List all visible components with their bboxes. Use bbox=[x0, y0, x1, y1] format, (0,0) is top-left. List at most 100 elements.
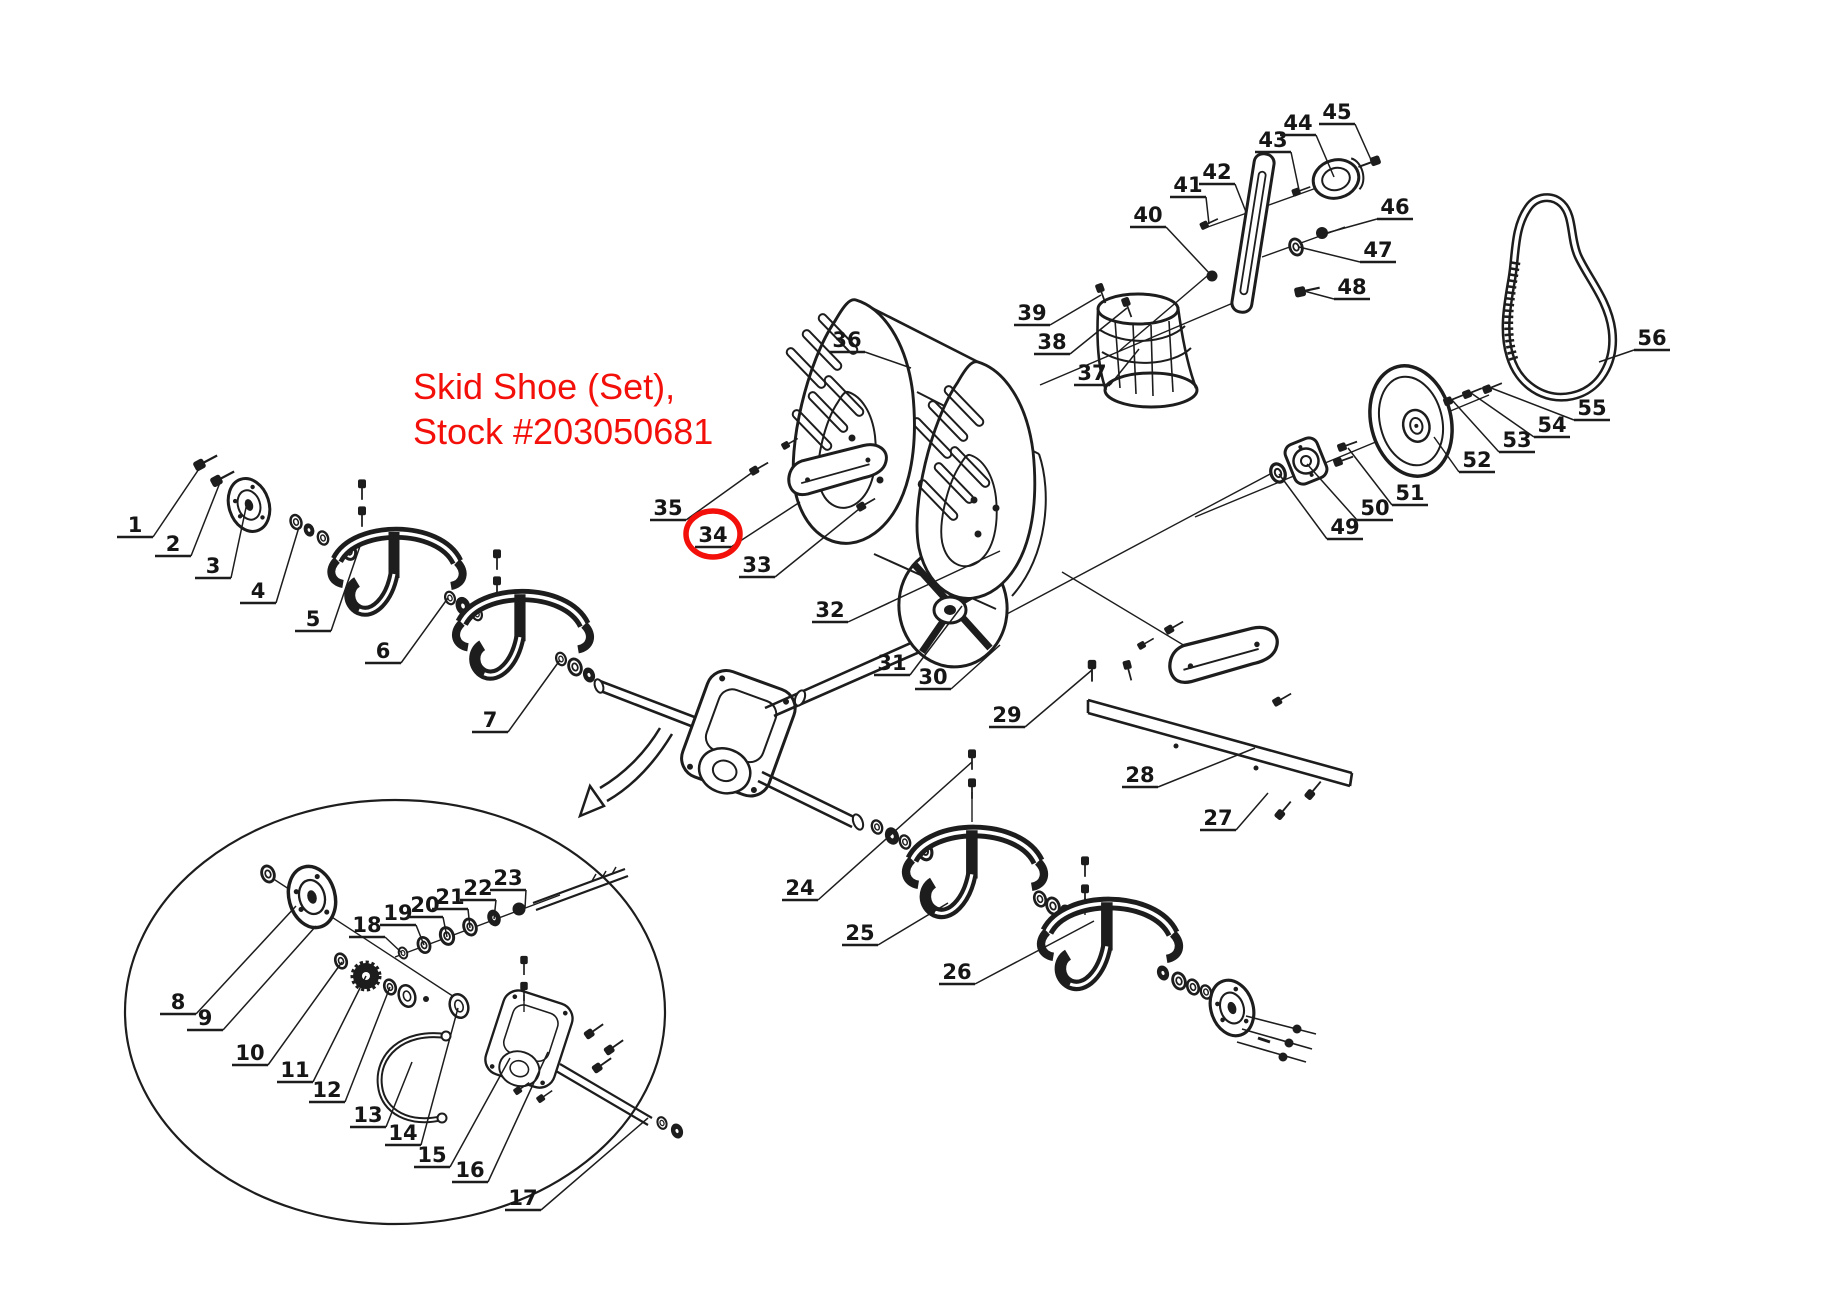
callout-41: 41 bbox=[1170, 173, 1210, 225]
callout-28: 28 bbox=[1122, 747, 1256, 789]
callout-9: 9 bbox=[187, 925, 317, 1032]
callout-number-41: 41 bbox=[1173, 173, 1202, 197]
callout-number-35: 35 bbox=[653, 496, 682, 520]
callout-number-1: 1 bbox=[128, 513, 143, 537]
callout-number-45: 45 bbox=[1322, 100, 1351, 124]
callout-number-15: 15 bbox=[417, 1143, 446, 1167]
callout-1: 1 bbox=[117, 462, 204, 539]
callout-45: 45 bbox=[1319, 100, 1373, 163]
callout-56: 56 bbox=[1598, 326, 1670, 363]
callout-number-6: 6 bbox=[376, 639, 391, 663]
callout-number-54: 54 bbox=[1537, 413, 1566, 437]
callout-number-48: 48 bbox=[1337, 275, 1366, 299]
inset-detail bbox=[123, 798, 685, 1226]
callout-number-42: 42 bbox=[1202, 160, 1231, 184]
callout-14: 14 bbox=[385, 1007, 459, 1147]
callout-number-25: 25 bbox=[845, 921, 874, 945]
callout-number-19: 19 bbox=[383, 901, 412, 925]
callout-18: 18 bbox=[349, 913, 403, 954]
callout-number-27: 27 bbox=[1203, 806, 1232, 830]
callout-number-26: 26 bbox=[942, 960, 971, 984]
callout-34: 34 bbox=[695, 501, 801, 549]
callout-number-5: 5 bbox=[306, 607, 321, 631]
callout-number-9: 9 bbox=[198, 1006, 213, 1030]
callout-number-51: 51 bbox=[1395, 481, 1424, 505]
callout-6: 6 bbox=[365, 597, 449, 665]
callout-38: 38 bbox=[1034, 307, 1128, 356]
callout-number-14: 14 bbox=[388, 1121, 417, 1145]
callout-10: 10 bbox=[232, 961, 343, 1067]
callout-37: 37 bbox=[1074, 348, 1140, 387]
callout-number-12: 12 bbox=[312, 1078, 341, 1102]
callout-53: 53 bbox=[1451, 399, 1535, 454]
callout-15: 15 bbox=[414, 1057, 511, 1169]
callout-54: 54 bbox=[1470, 392, 1570, 439]
callout-4: 4 bbox=[240, 526, 300, 605]
callout-number-39: 39 bbox=[1017, 301, 1046, 325]
callout-5: 5 bbox=[295, 545, 361, 633]
callout-number-50: 50 bbox=[1360, 496, 1389, 520]
callout-42: 42 bbox=[1199, 160, 1247, 213]
callout-number-8: 8 bbox=[171, 990, 186, 1014]
callout-number-13: 13 bbox=[353, 1103, 382, 1127]
callout-13: 13 bbox=[350, 1061, 413, 1129]
callout-52: 52 bbox=[1433, 436, 1495, 474]
left-auger-assembly bbox=[191, 450, 727, 740]
callout-30: 30 bbox=[915, 644, 1001, 691]
part-note-line1: Skid Shoe (Set), bbox=[413, 366, 675, 407]
callout-33: 33 bbox=[739, 504, 865, 579]
callout-number-2: 2 bbox=[166, 532, 181, 556]
callout-number-30: 30 bbox=[918, 665, 947, 689]
skid-shoe-rear bbox=[1061, 571, 1294, 708]
callout-number-7: 7 bbox=[483, 708, 498, 732]
main-gearbox bbox=[672, 663, 803, 809]
callout-27: 27 bbox=[1200, 792, 1269, 832]
callout-number-34: 34 bbox=[698, 523, 727, 547]
highlight-circle bbox=[683, 508, 743, 560]
part-note-line2: Stock #203050681 bbox=[413, 411, 713, 452]
callout-number-22: 22 bbox=[463, 876, 492, 900]
callout-29: 29 bbox=[989, 669, 1093, 729]
callout-number-38: 38 bbox=[1037, 330, 1066, 354]
callout-number-21: 21 bbox=[435, 885, 464, 909]
callout-12: 12 bbox=[309, 986, 391, 1104]
callout-35: 35 bbox=[650, 468, 758, 522]
callout-46: 46 bbox=[1322, 195, 1413, 235]
red-annotations: Skid Shoe (Set), Stock #203050681 bbox=[413, 366, 743, 560]
callout-36: 36 bbox=[829, 328, 912, 369]
callout-number-36: 36 bbox=[832, 328, 861, 352]
callout-number-18: 18 bbox=[352, 913, 381, 937]
callout-number-40: 40 bbox=[1133, 203, 1162, 227]
callout-51: 51 bbox=[1347, 447, 1428, 507]
callout-number-56: 56 bbox=[1637, 326, 1666, 350]
callout-8: 8 bbox=[160, 905, 297, 1016]
callout-55: 55 bbox=[1490, 387, 1610, 422]
callout-7: 7 bbox=[472, 659, 561, 734]
callout-number-23: 23 bbox=[493, 866, 522, 890]
callout-number-16: 16 bbox=[455, 1158, 484, 1182]
callout-17: 17 bbox=[505, 1117, 649, 1212]
callout-50: 50 bbox=[1306, 463, 1393, 522]
callout-19: 19 bbox=[380, 901, 425, 946]
callout-43: 43 bbox=[1255, 128, 1300, 191]
chute-base-ring bbox=[1094, 282, 1199, 409]
callout-21: 21 bbox=[432, 885, 471, 929]
callout-number-24: 24 bbox=[785, 876, 814, 900]
callout-number-47: 47 bbox=[1363, 238, 1392, 262]
callout-22: 22 bbox=[460, 876, 497, 920]
callout-number-3: 3 bbox=[206, 554, 221, 578]
callout-number-28: 28 bbox=[1125, 763, 1154, 787]
callout-number-11: 11 bbox=[280, 1058, 309, 1082]
right-auger-assembly bbox=[757, 748, 1317, 1063]
callout-number-52: 52 bbox=[1462, 448, 1491, 472]
callout-number-17: 17 bbox=[508, 1186, 537, 1210]
callout-16: 16 bbox=[452, 1051, 549, 1184]
callout-number-29: 29 bbox=[992, 703, 1021, 727]
callout-number-49: 49 bbox=[1330, 515, 1359, 539]
detail-arrow bbox=[577, 727, 674, 819]
callout-number-44: 44 bbox=[1283, 111, 1312, 135]
callout-number-20: 20 bbox=[410, 893, 439, 917]
callout-3: 3 bbox=[195, 502, 248, 580]
callout-32: 32 bbox=[812, 550, 1001, 624]
